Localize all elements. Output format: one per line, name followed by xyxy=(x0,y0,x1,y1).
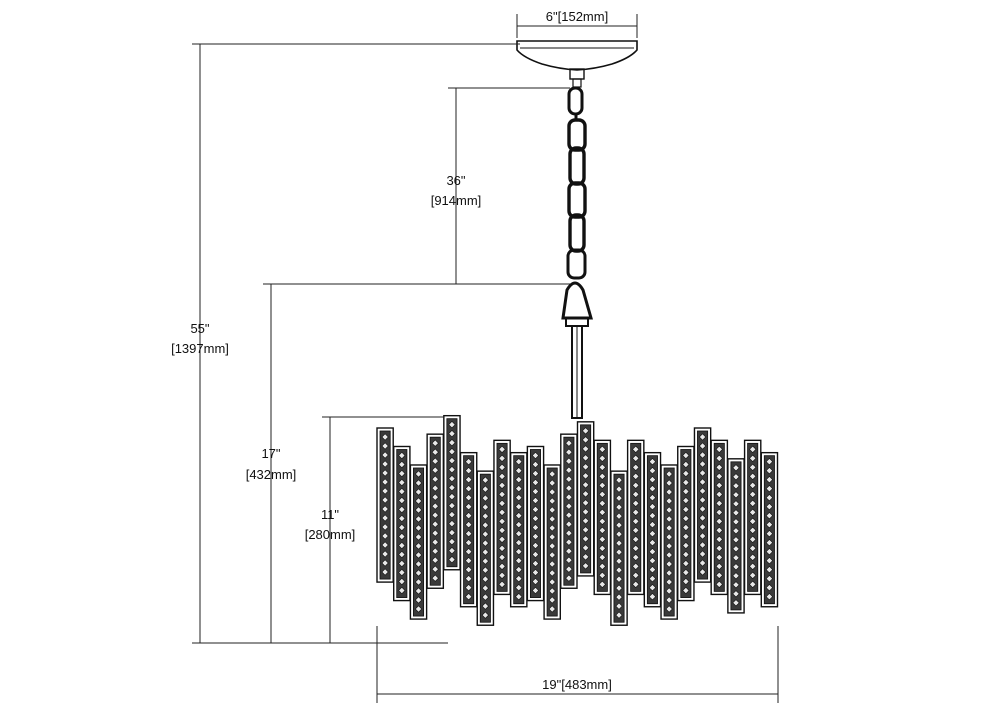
crystal-panel xyxy=(677,445,695,602)
crystal-panel xyxy=(560,433,578,589)
crystal-panel xyxy=(660,464,678,620)
crystal-panel xyxy=(476,470,495,626)
loop-hanger xyxy=(561,281,593,327)
crystal-panel xyxy=(693,427,712,583)
crystal-panel xyxy=(509,451,528,608)
fixture-height-imperial: 17" xyxy=(261,446,280,461)
crystal-panel xyxy=(760,451,779,608)
crystal-panel xyxy=(426,433,445,589)
dimension-labels: 6"[152mm] 36" [914mm] 55" [1397mm] 17" [… xyxy=(171,9,612,692)
chain xyxy=(566,86,587,280)
crystal-panel xyxy=(376,427,394,583)
dimension-lines xyxy=(192,14,779,703)
chain-length-imperial: 36" xyxy=(446,173,465,188)
crystal-panel xyxy=(626,439,645,596)
crystal-panel xyxy=(526,445,545,602)
crystal-panel xyxy=(493,439,511,596)
crystal-panel xyxy=(459,451,478,608)
crystal-panel xyxy=(543,464,561,620)
chain-length-metric: [914mm] xyxy=(431,193,482,208)
shade-height-imperial: 11" xyxy=(321,507,339,522)
canopy-width-label: 6"[152mm] xyxy=(546,9,608,24)
crystal-panel xyxy=(727,458,745,614)
crystal-panel xyxy=(610,470,628,626)
crystal-panel xyxy=(710,439,729,596)
crystal-panel xyxy=(443,414,461,571)
overall-height-metric: [1397mm] xyxy=(171,341,229,356)
crystal-panel xyxy=(409,464,428,620)
shade-width-label: 19"[483mm] xyxy=(542,677,612,692)
chandelier-fixture xyxy=(376,40,779,626)
fixture-height-metric: [432mm] xyxy=(246,467,297,482)
crystal-panel xyxy=(743,439,762,596)
crystal-panels xyxy=(376,414,779,626)
crystal-panel xyxy=(393,445,411,602)
crystal-panel xyxy=(593,439,612,596)
canopy xyxy=(516,40,638,88)
crystal-panel xyxy=(643,451,662,608)
overall-height-imperial: 55" xyxy=(190,321,209,336)
shade-height-metric: [280mm] xyxy=(305,527,356,542)
downrod xyxy=(571,325,583,419)
crystal-panel xyxy=(576,421,595,577)
